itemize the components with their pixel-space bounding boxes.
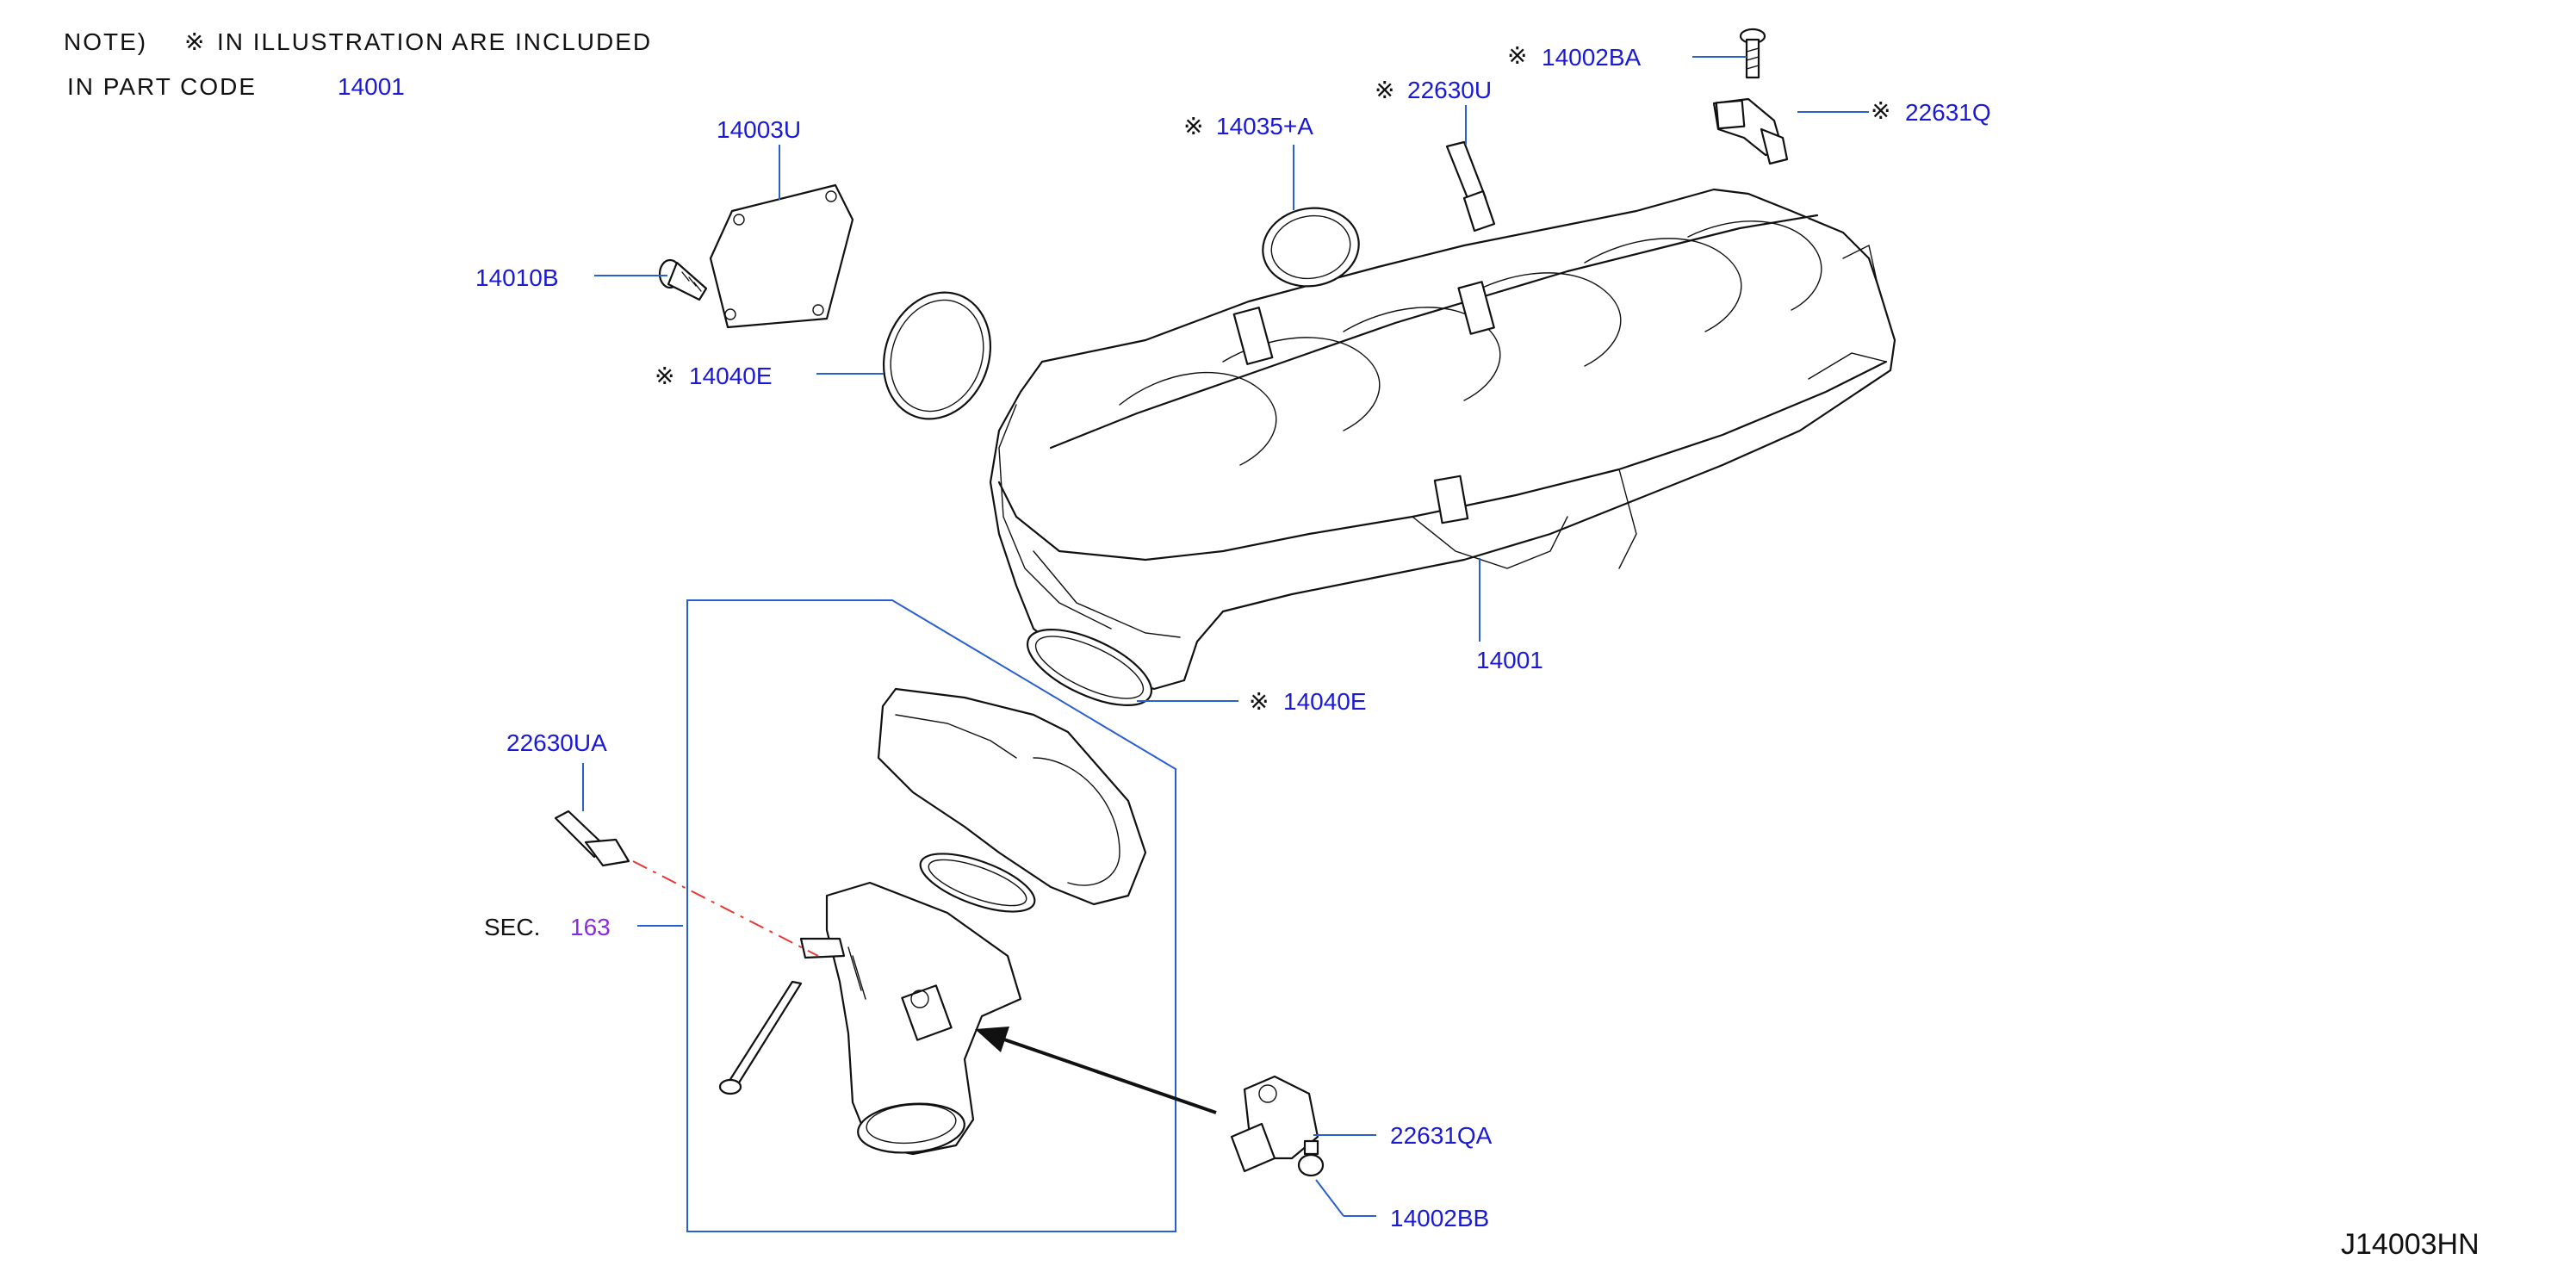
pointer-arrow (975, 1027, 1217, 1114)
sensor-22630ua-drawing (554, 810, 819, 957)
bolt-14010b-drawing (658, 258, 708, 301)
mark-14040e-top: ※ (655, 362, 674, 390)
note-mark: ※ (184, 28, 204, 56)
label-22630u: 22630U (1407, 77, 1492, 103)
gasket-14040e-mid-drawing (1026, 628, 1153, 707)
sensor-22631q-drawing (1712, 97, 1789, 165)
label-14040e-top: 14040E (689, 363, 773, 389)
sensor-22631qa-drawing (1230, 1075, 1319, 1173)
label-14040e-mid: 14040E (1283, 688, 1367, 715)
cover-plate-drawing (709, 183, 854, 329)
mark-14002ba: ※ (1507, 41, 1527, 70)
sensor-22630u-drawing (1445, 140, 1496, 233)
label-14003u: 14003U (717, 116, 801, 143)
throttle-body-drawing (718, 687, 1147, 1156)
label-14010b: 14010B (475, 264, 559, 291)
label-22630ua: 22630UA (506, 729, 607, 756)
label-22631q: 22631Q (1905, 99, 1991, 126)
label-14035a: 14035+A (1216, 113, 1313, 140)
label-14002ba: 14002BA (1542, 44, 1642, 71)
label-14002bb: 14002BB (1390, 1205, 1489, 1231)
reference-dashed-line (632, 860, 819, 957)
gasket-14040e-top-drawing (882, 291, 992, 420)
diagram-code: J14003HN (2341, 1228, 2480, 1261)
note-prefix: NOTE) (64, 28, 147, 55)
note-part-code: 14001 (338, 73, 405, 100)
mark-22630u: ※ (1375, 76, 1394, 104)
leader-lines (582, 56, 1869, 1217)
intake-manifold-drawing (989, 188, 1896, 691)
section-prefix: SEC. (484, 914, 540, 940)
note-line-1: IN ILLUSTRATION ARE INCLUDED (217, 28, 652, 55)
part-labels: 14003U 14010B ※ 14040E ※ 14035+A ※ 22630… (475, 41, 2480, 1261)
section-number: 163 (570, 914, 611, 940)
throttle-body-frame (686, 599, 1176, 1232)
note-line-2: IN PART CODE (67, 73, 257, 100)
mark-22631q: ※ (1871, 96, 1890, 125)
gasket-14035a-drawing (1262, 207, 1360, 288)
bolt-14002bb-drawing (1297, 1139, 1325, 1177)
mark-14035a: ※ (1183, 112, 1203, 140)
mark-14040e-mid: ※ (1249, 687, 1269, 716)
label-22631qa: 22631QA (1390, 1122, 1493, 1149)
bolt-14002ba-drawing (1739, 28, 1766, 79)
label-14001: 14001 (1476, 647, 1543, 673)
note-block: NOTE) ※ IN ILLUSTRATION ARE INCLUDED IN … (64, 28, 652, 100)
